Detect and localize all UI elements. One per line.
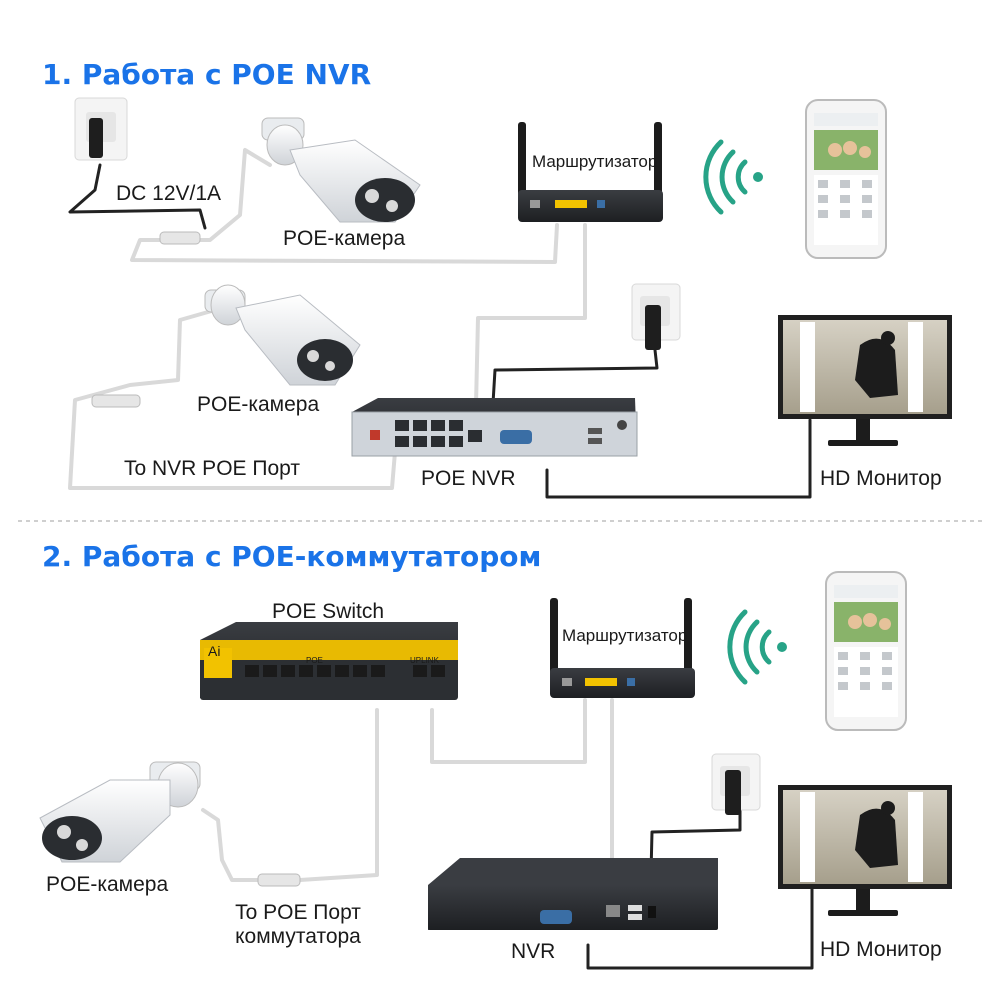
smartphone-top-icon (805, 99, 887, 259)
wall-socket-adapter-icon (74, 97, 128, 161)
nvr-icon (428, 858, 718, 930)
dc-power-label: DC 12V/1A (116, 182, 222, 205)
router-bottom-icon (550, 598, 695, 698)
monitor-top-label: HD Монитор (820, 467, 942, 490)
router-bottom-label: Маршрутизатор (562, 626, 688, 645)
monitor-bottom-label: HD Монитор (820, 938, 942, 961)
switch-port-label-line1: To POE Порт (235, 901, 361, 924)
poe-nvr-icon (351, 398, 638, 457)
hd-monitor-bottom-icon (778, 785, 952, 916)
switch-uplink-text: UPLINK (410, 656, 440, 665)
router-top-icon (518, 122, 663, 222)
camera-connector-mid-icon (91, 394, 141, 408)
wifi-bottom-icon (727, 609, 787, 685)
section1-cables (68, 148, 812, 499)
wall-socket-bottom-icon (711, 753, 761, 815)
poe-camera-mid-icon (204, 284, 361, 386)
switch-brand-text: Ai (208, 643, 220, 659)
poe-camera-bottom-icon (39, 761, 201, 863)
section1-heading: 1. Работа с POE NVR (42, 58, 372, 91)
poe-switch-icon (200, 622, 458, 700)
nvr-label: NVR (511, 940, 556, 963)
camera-mid-label: POE-камера (197, 393, 320, 416)
poe-switch-label: POE Switch (272, 600, 385, 623)
wall-socket-nvr-icon (631, 283, 681, 350)
poe-nvr-label: POE NVR (421, 467, 516, 490)
wifi-top-icon (703, 139, 763, 215)
camera-top-label: POE-камера (283, 227, 406, 250)
switch-poe-text: POE (306, 656, 323, 665)
nvr-poe-port-label: To NVR POE Порт (124, 457, 300, 480)
section2-heading: 2. Работа с POE-коммутатором (42, 540, 542, 573)
camera-bottom-label: POE-камера (46, 873, 169, 896)
smartphone-bottom-icon (825, 571, 907, 731)
router-top-label: Маршрутизатор (532, 152, 658, 171)
camera-connector-bottom-icon (257, 873, 301, 887)
poe-camera-top-icon (261, 117, 421, 223)
camera-connector-top-icon (159, 231, 201, 245)
switch-port-label-line2: коммутатора (235, 925, 361, 948)
hd-monitor-top-icon (778, 315, 952, 446)
